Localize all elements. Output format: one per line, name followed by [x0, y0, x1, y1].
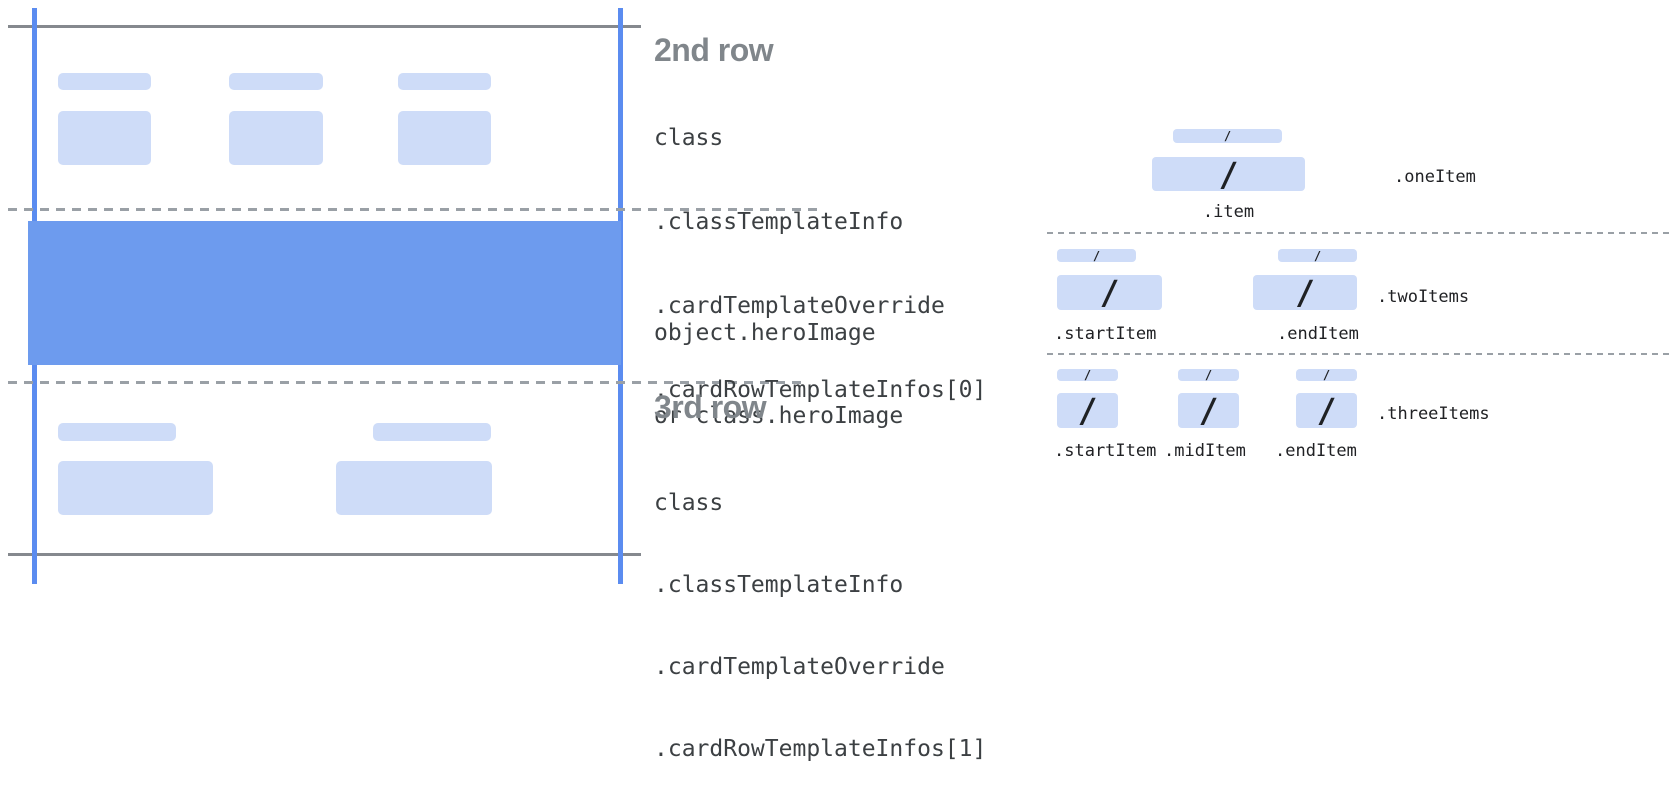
row2-hero-dashed-separator	[8, 208, 822, 211]
hero-code-block: object.heroImage or class.heroImage	[654, 266, 903, 458]
slash-glyph: /	[1295, 273, 1315, 312]
row3-code-line: .cardRowTemplateInfos[1]	[654, 736, 987, 762]
slash-glyph: /	[1083, 368, 1092, 382]
row3-col2-label-placeholder	[373, 423, 491, 441]
one-item-item-label: .item	[1202, 202, 1255, 222]
card-bottom-line	[8, 553, 641, 556]
row2-col2-value-placeholder	[229, 111, 323, 165]
row2-code-line: .cardTemplateOverride	[654, 293, 945, 319]
three-items-start-label-placeholder: /	[1057, 369, 1118, 381]
three-items-end-value-placeholder: /	[1296, 393, 1357, 428]
hero-code-line: object.heroImage	[654, 320, 876, 346]
three-items-start-value-placeholder: /	[1057, 393, 1118, 428]
three-items-start-item-label: .startItem	[1054, 441, 1157, 461]
row2-col1-value-placeholder	[58, 111, 151, 165]
row2-col1-label-placeholder	[58, 73, 151, 90]
pass-template-diagram: { "colors": { "guide_blue": "#5b8cf0", "…	[8, 8, 1672, 762]
row2-code-line: .cardRowTemplateInfos[0]	[654, 377, 987, 403]
row2-code-line: .classTemplateInfo	[654, 209, 904, 235]
two-items-end-label-placeholder: /	[1278, 249, 1357, 262]
two-items-end-value-placeholder: /	[1253, 275, 1357, 310]
hero-row3-dashed-separator	[8, 381, 806, 384]
row3-col1-value-placeholder	[58, 461, 213, 515]
slash-glyph: /	[1223, 129, 1232, 143]
two-items-start-value-placeholder: /	[1057, 275, 1162, 310]
two-items-start-label-placeholder: /	[1057, 249, 1136, 262]
slash-glyph: /	[1218, 154, 1239, 194]
row2-col3-label-placeholder	[398, 73, 491, 90]
row2-code-line: class	[654, 125, 724, 151]
row3-heading: 3rd row	[654, 389, 767, 425]
hero-image-band	[28, 221, 621, 365]
row3-code-line: .classTemplateInfo	[654, 572, 904, 598]
two-items-end-item-label: .endItem	[1277, 324, 1359, 344]
three-items-end-label-placeholder: /	[1296, 369, 1357, 381]
row3-code-block: class .classTemplateInfo .cardTemplateOv…	[654, 436, 986, 790]
row2-col2-label-placeholder	[229, 73, 323, 90]
row3-col2-value-placeholder	[336, 461, 492, 515]
three-items-end-item-label: .endItem	[1275, 441, 1357, 461]
three-items-mid-value-placeholder: /	[1178, 393, 1239, 428]
row2-code-block: class .classTemplateInfo .cardTemplateOv…	[654, 70, 986, 432]
two-three-dashed-separator	[1047, 353, 1672, 355]
slash-glyph: /	[1316, 391, 1337, 430]
slash-glyph: /	[1322, 368, 1331, 382]
row2-heading: 2nd row	[654, 32, 774, 68]
one-item-layout-label: .oneItem	[1394, 167, 1476, 187]
slash-glyph: /	[1092, 248, 1101, 263]
row3-col1-label-placeholder	[58, 423, 176, 441]
row2-col3-value-placeholder	[398, 111, 491, 165]
slash-glyph: /	[1099, 273, 1120, 312]
row3-code-line: class	[654, 490, 724, 516]
row3-code-line: .cardTemplateOverride	[654, 654, 945, 680]
one-item-label-placeholder: /	[1173, 129, 1282, 143]
three-items-layout-label: .threeItems	[1377, 404, 1490, 424]
slash-glyph: /	[1313, 248, 1322, 263]
three-items-mid-label-placeholder: /	[1178, 369, 1239, 381]
card-top-line	[8, 25, 641, 28]
two-items-start-item-label: .startItem	[1054, 324, 1157, 344]
hero-code-line: or class.heroImage	[654, 403, 904, 429]
two-items-layout-label: .twoItems	[1377, 287, 1470, 307]
slash-glyph: /	[1077, 391, 1098, 430]
slash-glyph: /	[1198, 391, 1219, 430]
three-items-mid-item-label: .midItem	[1164, 441, 1246, 461]
one-two-dashed-separator	[1047, 232, 1672, 234]
one-item-value-placeholder: /	[1152, 157, 1305, 191]
slash-glyph: /	[1204, 368, 1213, 382]
